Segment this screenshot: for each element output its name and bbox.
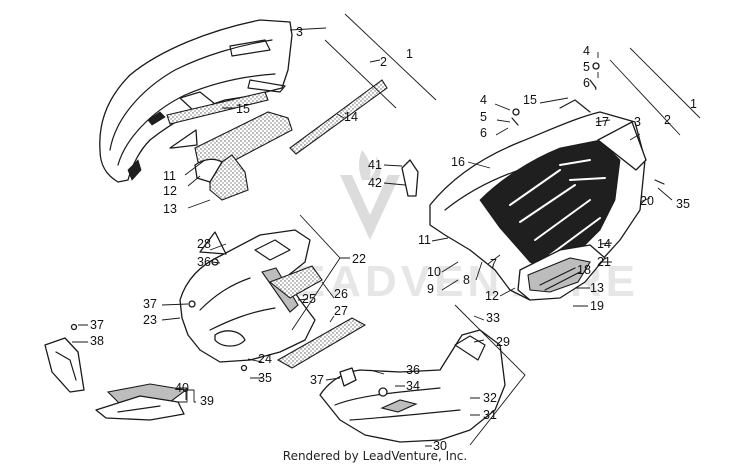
callout-6: 6 bbox=[583, 76, 590, 90]
panel-tab-28 bbox=[199, 231, 227, 255]
panel-pad-27 bbox=[276, 317, 367, 369]
callout-36: 36 bbox=[197, 255, 211, 269]
nose-clip-42 bbox=[401, 159, 419, 197]
callout-24: 24 bbox=[258, 352, 272, 366]
callout-36: 36 bbox=[406, 363, 420, 377]
callout-labels: 3 1 2 15 14 11 12 13 4 5 6 4 5 6 15 1 2 … bbox=[90, 25, 697, 453]
callout-37: 37 bbox=[143, 297, 157, 311]
callout-21: 21 bbox=[597, 255, 611, 269]
callout-37: 37 bbox=[310, 373, 324, 387]
callout-7: 7 bbox=[490, 257, 497, 271]
callout-11: 11 bbox=[418, 233, 431, 247]
callout-6: 6 bbox=[480, 126, 487, 140]
clip-37-belly bbox=[339, 367, 357, 387]
callout-35: 35 bbox=[676, 197, 690, 211]
callout-2: 2 bbox=[380, 55, 387, 69]
screw-4-top bbox=[592, 62, 600, 70]
callout-1: 1 bbox=[690, 97, 697, 111]
callout-3: 3 bbox=[634, 115, 641, 129]
callout-34: 34 bbox=[406, 379, 420, 393]
callout-15: 15 bbox=[236, 102, 250, 116]
callout-13: 13 bbox=[163, 202, 177, 216]
callout-27: 27 bbox=[334, 304, 348, 318]
hood-foam-12 bbox=[194, 158, 223, 183]
callout-28: 28 bbox=[197, 237, 211, 251]
callout-20: 20 bbox=[640, 194, 654, 208]
callout-32: 32 bbox=[483, 391, 497, 405]
belly-pan bbox=[319, 329, 506, 443]
callout-14: 14 bbox=[597, 237, 611, 251]
callout-35: 35 bbox=[258, 371, 272, 385]
callout-41: 41 bbox=[368, 158, 382, 172]
callout-5: 5 bbox=[583, 60, 590, 74]
callout-1: 1 bbox=[406, 47, 413, 61]
belly-pad-34 bbox=[380, 399, 418, 413]
screw-4-mid bbox=[512, 108, 520, 116]
callout-23: 23 bbox=[143, 313, 157, 327]
panel-39-40 bbox=[95, 383, 188, 421]
callout-29: 29 bbox=[496, 335, 510, 349]
callout-8: 8 bbox=[463, 273, 470, 287]
callout-14: 14 bbox=[344, 110, 358, 124]
hood-tab-11 bbox=[169, 129, 198, 149]
bracket-38 bbox=[44, 323, 85, 393]
callout-25: 25 bbox=[302, 292, 316, 306]
belly-pan-assembly bbox=[319, 329, 506, 443]
callout-33: 33 bbox=[486, 311, 500, 325]
callout-18: 18 bbox=[577, 263, 591, 277]
callout-13: 13 bbox=[590, 281, 604, 295]
leader-lines bbox=[72, 13, 701, 447]
hood-assembly-left bbox=[99, 19, 388, 201]
callout-9: 9 bbox=[427, 282, 434, 296]
callout-3: 3 bbox=[296, 25, 303, 39]
callout-2: 2 bbox=[664, 113, 671, 127]
hood-decal bbox=[166, 91, 269, 125]
callout-15: 15 bbox=[523, 93, 537, 107]
render-credit: Rendered by LeadVenture, Inc. bbox=[282, 449, 468, 463]
callout-4: 4 bbox=[583, 44, 590, 58]
callout-42: 42 bbox=[368, 176, 382, 190]
callout-11: 11 bbox=[163, 169, 176, 183]
callout-19: 19 bbox=[590, 299, 604, 313]
callout-16: 16 bbox=[451, 155, 465, 169]
hood-liner-pad-a bbox=[194, 111, 293, 169]
callout-30: 30 bbox=[433, 439, 447, 453]
callout-12: 12 bbox=[163, 184, 177, 198]
callout-37: 37 bbox=[90, 318, 104, 332]
hood-assembly-right bbox=[401, 62, 665, 301]
callout-26: 26 bbox=[334, 287, 348, 301]
callout-17: 17 bbox=[595, 115, 609, 129]
nose-cover-3 bbox=[597, 121, 647, 171]
callout-12: 12 bbox=[485, 289, 499, 303]
callout-40: 40 bbox=[175, 381, 189, 395]
panel-pad-26 bbox=[268, 265, 323, 299]
callout-5: 5 bbox=[480, 110, 487, 124]
callout-10: 10 bbox=[427, 265, 441, 279]
hood-strip-14 bbox=[289, 79, 388, 155]
callout-31: 31 bbox=[483, 408, 497, 422]
callout-38: 38 bbox=[90, 334, 104, 348]
callout-39: 39 bbox=[200, 394, 214, 408]
callout-22: 22 bbox=[352, 252, 366, 266]
callout-4: 4 bbox=[480, 93, 487, 107]
hood-panel bbox=[99, 19, 293, 183]
